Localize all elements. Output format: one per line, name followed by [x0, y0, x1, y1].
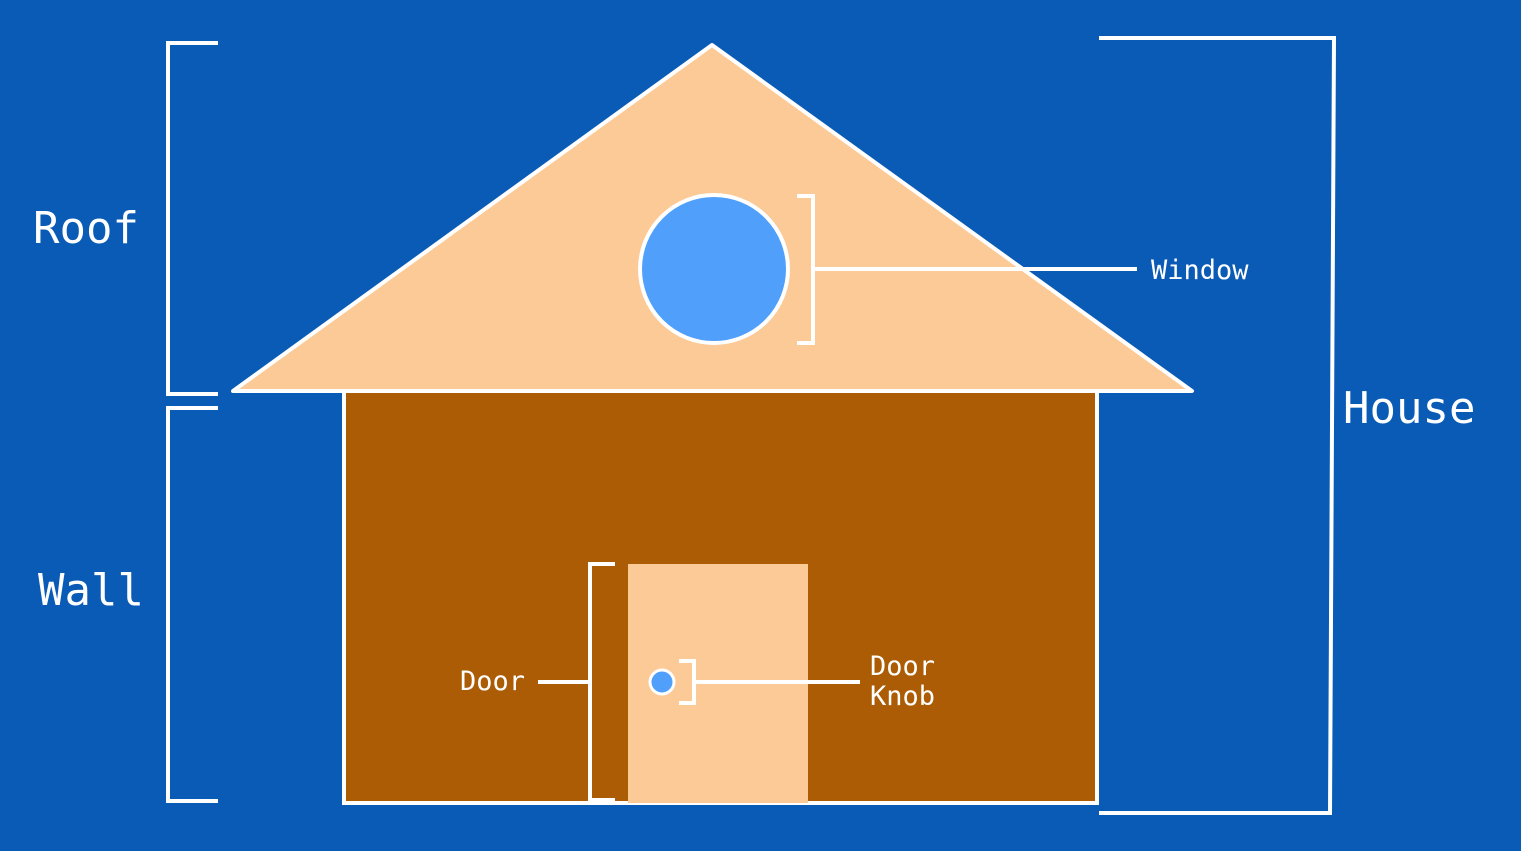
window-shape [638, 193, 790, 345]
window-label: Window [1151, 255, 1249, 286]
door-knob-shape [648, 668, 676, 696]
house-label: House [1343, 383, 1476, 434]
door-label: Door [460, 666, 526, 697]
roof-bracket [166, 41, 218, 396]
wall-bracket [166, 406, 218, 803]
door-knob-label: Door Knob [870, 652, 935, 712]
roof-label: Roof [33, 203, 139, 254]
door-knob-label-line1: Door [870, 651, 936, 682]
door-knob-label-line2: Knob [870, 681, 936, 712]
house-bracket [1099, 36, 1337, 815]
wall-label: Wall [38, 565, 144, 616]
